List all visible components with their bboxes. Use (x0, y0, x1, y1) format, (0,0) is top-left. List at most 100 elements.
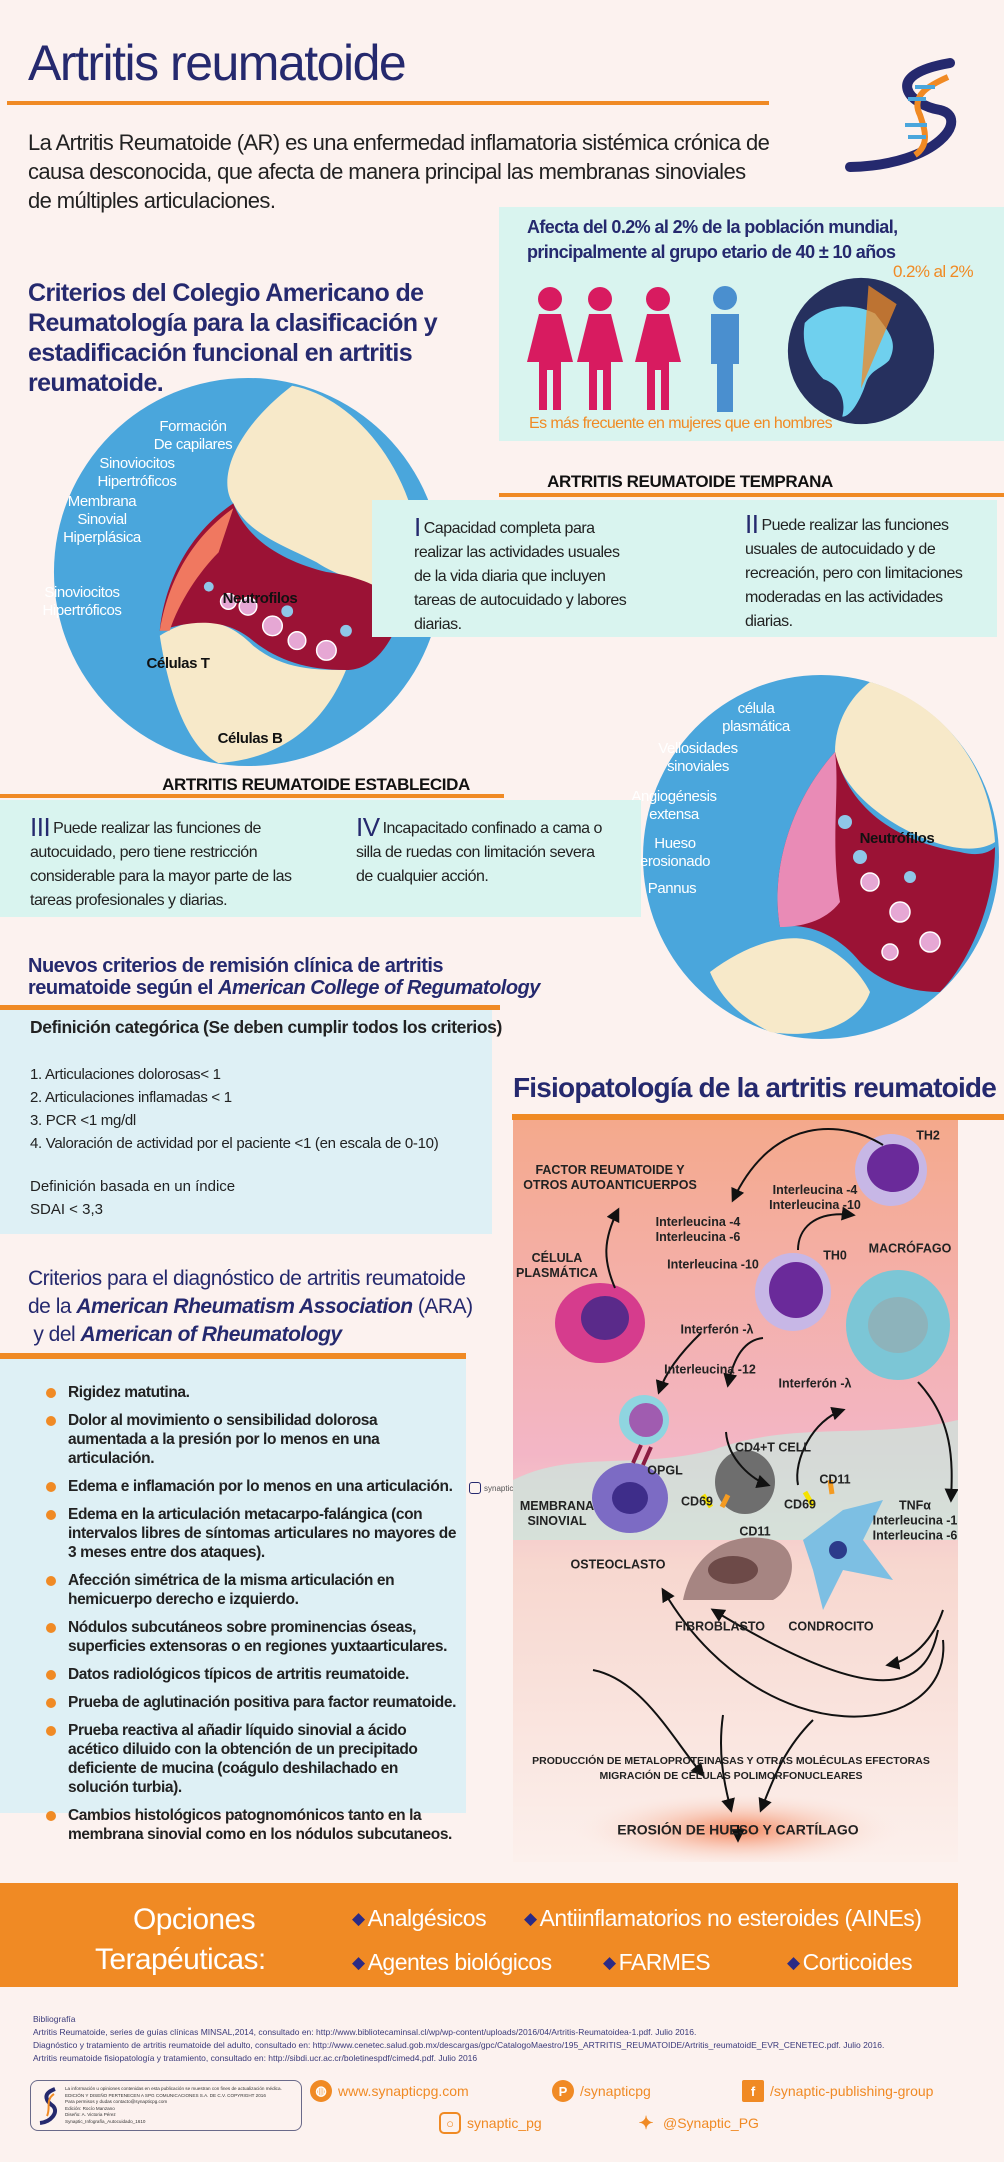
remission-criterion: 1. Articulaciones dolorosas< 1 (30, 1066, 221, 1083)
diagnosis-criterion: Prueba reactiva al añadir líquido sinovi… (34, 1721, 459, 1797)
label-erosion: EROSIÓN DE HUESO Y CARTÍLAGO (617, 1821, 859, 1838)
label-cd11-a: CD11 (739, 1524, 771, 1539)
label-fibroblasto: FIBROBLASTO (674, 1619, 766, 1634)
gender-note: Es más frecuente en mujeres que en hombr… (529, 415, 833, 432)
early-stage-panel (372, 500, 997, 637)
therapy-option: Antiinflamatorios no esteroides (AINEs) (524, 1905, 922, 1932)
diagnosis-criteria-list: Rigidez matutina. Dolor al movimiento o … (34, 1383, 459, 1853)
title-divider (7, 101, 769, 105)
diagnosis-divider (0, 1353, 466, 1359)
prevalence-text: Afecta del 0.2% al 2% de la población mu… (527, 217, 898, 262)
label-celulas-b: Células B (217, 730, 283, 747)
early-divider (499, 493, 1004, 497)
instagram-icon: ○ (439, 2112, 461, 2134)
globe-icon (787, 277, 935, 425)
facebook-icon: f (742, 2080, 764, 2102)
label-condrocito: CONDROCITO (788, 1619, 874, 1634)
remission-criterion: 4. Valoración de actividad por el pacien… (30, 1135, 439, 1152)
label-cd11-b: CD11 (819, 1472, 851, 1487)
diagnosis-criterion: Dolor al movimiento o sensibilidad dolor… (34, 1411, 459, 1468)
bibliography-ref: Artritis Reumatoide, series de guías clí… (33, 2027, 697, 2037)
bibliography-title: Bibliografía (33, 2014, 76, 2024)
label-th2: TH2 (916, 1128, 940, 1143)
label-il12: Interleucina -12 (664, 1362, 756, 1377)
label-cd69-b: CD69 (784, 1497, 816, 1512)
label-th0: TH0 (823, 1248, 847, 1263)
website-link[interactable]: ◍www.synapticpg.com (310, 2080, 469, 2102)
label-osteoclasto: OSTEOCLASTO (570, 1557, 666, 1572)
twitter-icon: ✦ (638, 2112, 654, 2133)
diagnosis-panel (0, 1359, 466, 1813)
macrophage-icon (846, 1270, 950, 1380)
synaptic-logo-icon (845, 58, 957, 172)
man-icon (711, 286, 739, 412)
pinterest-link[interactable]: P/synapticpg (552, 2080, 651, 2102)
label-pannus: Pannus (647, 880, 697, 897)
diagnosis-criterion: Edema e inflamación por lo menos en una … (34, 1477, 459, 1496)
instagram-link[interactable]: ○synaptic_pg (439, 2112, 542, 2134)
remission-divider (0, 1005, 500, 1010)
twitter-link[interactable]: ✦@Synaptic_PG (635, 2112, 758, 2134)
diagnosis-heading: Criterios para el diagnóstico de artriti… (28, 1267, 473, 1346)
established-stage-panel (0, 800, 641, 917)
remission-heading: Nuevos criterios de remisión clínica de … (28, 955, 540, 999)
th2-cell-icon (855, 1134, 927, 1206)
label-cd4-t-cell: CD4+T CELL (734, 1440, 812, 1455)
label-cd69-a: CD69 (681, 1494, 713, 1509)
remission-index-value: SDAI < 3,3 (30, 1201, 103, 1218)
diagnosis-criterion: Nódulos subcutáneos sobre prominencias ó… (34, 1618, 459, 1656)
diagnosis-criterion: Rigidez matutina. (34, 1383, 459, 1402)
credits-box: La información u opiniones contenidas en… (30, 2080, 302, 2131)
bibliography-ref: Diagnóstico y tratamiento de artritis re… (33, 2040, 885, 2050)
remission-criteria-list: 1. Articulaciones dolorosas< 1 2. Articu… (30, 1063, 439, 1155)
label-interferon-1: Interferón -λ (680, 1322, 754, 1337)
label-neutrofilos: Neutrofilos (222, 590, 298, 607)
osteoclast-icon (592, 1444, 668, 1533)
population-figures-icon (527, 286, 739, 412)
pinterest-icon: P (552, 2080, 574, 2102)
label-macrofago: MACRÓFAGO (868, 1241, 952, 1256)
diagnosis-criterion: Prueba de aglutinación positiva para fac… (34, 1693, 459, 1712)
facebook-link[interactable]: f/synaptic-publishing-group (742, 2080, 933, 2102)
established-stage-title: ARTRITIS REUMATOIDE ESTABLECIDA (162, 775, 470, 794)
th0-cell-icon (755, 1253, 831, 1331)
label-il10: Interleucina -10 (667, 1257, 759, 1272)
early-stage-title: ARTRITIS REUMATOIDE TEMPRANA (547, 472, 833, 491)
diagnosis-criterion: Datos radiológicos típicos de artritis r… (34, 1665, 459, 1684)
label-opgl: OPGL (647, 1463, 683, 1478)
label-celulas-t: Células T (146, 655, 210, 672)
bibliography-ref: Artritis reumatoide fisiopatología y tra… (33, 2053, 478, 2063)
early-joint-illustration (53, 377, 443, 767)
therapy-option: Agentes biológicos (352, 1949, 553, 1976)
lymphocyte-icon (619, 1395, 669, 1445)
established-divider (0, 794, 504, 798)
label-produccion: PRODUCCIÓN DE METALOPROTEINASAS Y OTRAS … (532, 1755, 930, 1782)
prevalence-range: 0.2% al 2% (893, 262, 974, 281)
diagnosis-criterion: Cambios histológicos patognomónicos tant… (34, 1806, 459, 1844)
label-neutrofilos-2: Neutrófilos (859, 830, 935, 847)
therapy-option: Corticoides (787, 1949, 913, 1976)
remission-definition-title: Definición categórica (Se deben cumplir … (30, 1017, 502, 1037)
diagnosis-criterion: Edema en la articulación metacarpo-falán… (34, 1505, 459, 1562)
remission-criterion: 2. Articulaciones inflamadas < 1 (30, 1089, 232, 1106)
label-interferon-2: Interferón -λ (778, 1376, 852, 1391)
page-title: Artritis reumatoide (28, 35, 407, 91)
cd4-t-cell-icon (715, 1450, 775, 1514)
